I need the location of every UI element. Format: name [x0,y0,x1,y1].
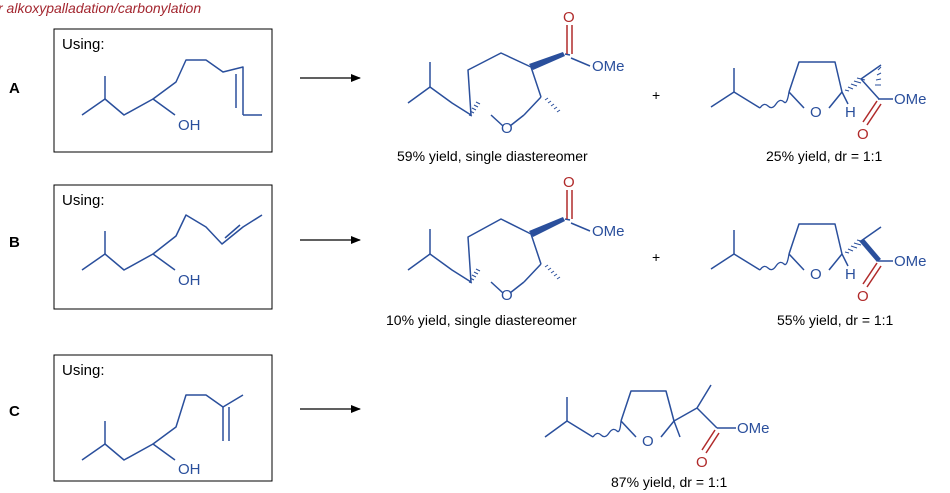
yield-caption: 59% yield, single diastereomer [397,148,588,164]
using-label: Using: [62,36,105,53]
product-tetrahydropyran: O OMe O [407,174,625,304]
hydroxyl-label: OH [178,272,201,289]
carbonyl-oxygen: O [857,288,869,305]
methoxy-label: OMe [894,91,927,108]
ring-oxygen: O [501,120,513,137]
hydrogen-label: H [845,104,856,121]
scheme-header: r alkoxypalladation/carbonylation [0,0,201,16]
row-letter: A [9,80,20,97]
row-letter: C [9,403,20,420]
yield-caption: 87% yield, dr = 1:1 [611,474,728,490]
product-tetrahydrofuran: O H OMe O [710,223,927,305]
plus-sign: + [652,249,660,265]
ring-oxygen: O [501,287,513,304]
reactant-structure [81,214,263,271]
carbonyl-oxygen: O [857,126,869,143]
carbonyl-oxygen: O [696,454,708,471]
reactant-box [53,28,273,153]
hydroxyl-label: OH [178,461,201,478]
reactant-box [53,354,273,482]
methoxy-label: OMe [737,420,770,437]
hydrogen-label: H [845,266,856,283]
carbonyl-oxygen: O [563,174,575,191]
using-label: Using: [62,192,105,209]
carbonyl-oxygen: O [563,9,575,26]
methoxy-label: OMe [592,223,625,240]
methoxy-label: OMe [894,253,927,270]
row-a: A Using: OH [9,9,927,164]
yield-caption: 10% yield, single diastereomer [386,312,577,328]
using-label: Using: [62,362,105,379]
product-tetrahydrofuran: O H OMe O [710,61,927,143]
reactant-structure [81,59,262,116]
yield-caption: 25% yield, dr = 1:1 [766,148,883,164]
reactant-box [53,184,273,310]
ring-oxygen: O [810,266,822,283]
ring-oxygen: O [642,433,654,450]
row-b: B Using: OH [9,174,927,328]
methoxy-label: OMe [592,58,625,75]
reactant-structure [81,394,244,461]
row-c: C Using: OH [9,354,770,490]
product-tetrahydropyran: O OMe O [407,9,625,137]
hydroxyl-label: OH [178,117,201,134]
yield-caption: 55% yield, dr = 1:1 [777,312,894,328]
ring-oxygen: O [810,104,822,121]
row-letter: B [9,234,20,251]
product-tetrahydrofuran: O OMe O [544,384,770,471]
plus-sign: + [652,87,660,103]
